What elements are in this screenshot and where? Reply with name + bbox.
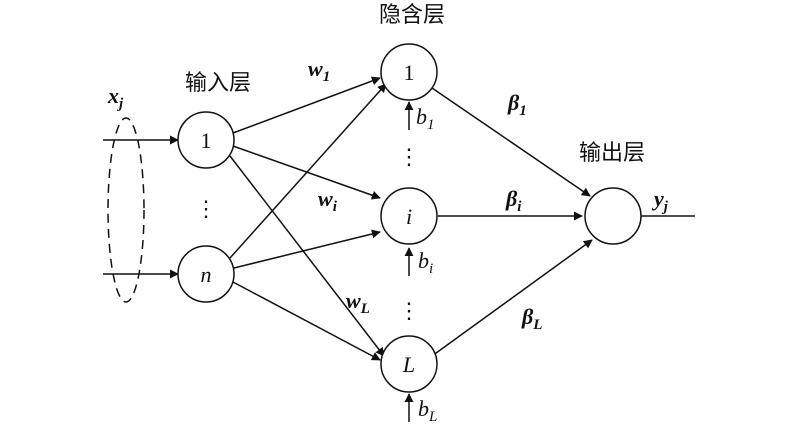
edge-inn-hL xyxy=(232,281,381,361)
weight-label-wL: wL xyxy=(346,288,370,317)
beta-label-i: βi xyxy=(505,186,522,215)
edge-inn-h1 xyxy=(229,83,387,259)
edge-in1-h1 xyxy=(232,76,381,134)
edge-in1-hL xyxy=(229,155,385,357)
edge-h1-out xyxy=(431,87,591,197)
input-ellipsis: ⋮ xyxy=(195,196,217,221)
input-node-n-label: n xyxy=(201,262,212,287)
hidden-layer-title: 隐含层 xyxy=(379,3,445,28)
edge-hL-out xyxy=(431,239,593,357)
hidden-ellipsis-lower: ⋮ xyxy=(398,298,420,323)
edge-inn-hi xyxy=(233,229,381,269)
input-group-ellipse xyxy=(107,117,145,303)
hidden-node-L xyxy=(380,335,438,393)
hidden-node-i xyxy=(380,187,438,245)
bias-label-1: b1 xyxy=(416,104,435,133)
input-node-1 xyxy=(177,111,235,169)
output-vector-label: yj xyxy=(651,186,669,215)
output-layer-title: 输出层 xyxy=(579,141,645,166)
hidden-node-1 xyxy=(380,43,438,101)
input-node-1-label: 1 xyxy=(201,128,212,153)
bias-label-i: bi xyxy=(418,248,433,277)
beta-label-1: β1 xyxy=(507,90,527,119)
hidden-node-1-label: 1 xyxy=(404,60,415,85)
input-vector-label: xj xyxy=(107,83,124,112)
weight-label-w1: w1 xyxy=(308,56,330,85)
output-node xyxy=(584,187,642,245)
hidden-node-i-label: i xyxy=(406,204,412,229)
hidden-ellipsis-upper: ⋮ xyxy=(398,144,420,169)
input-layer-title: 输入层 xyxy=(185,71,251,96)
beta-label-L: βL xyxy=(521,304,542,333)
hidden-node-L-label: L xyxy=(402,352,415,377)
input-node-n xyxy=(177,245,235,303)
bias-label-L: bL xyxy=(418,396,437,425)
weight-label-wi: wi xyxy=(318,186,338,215)
